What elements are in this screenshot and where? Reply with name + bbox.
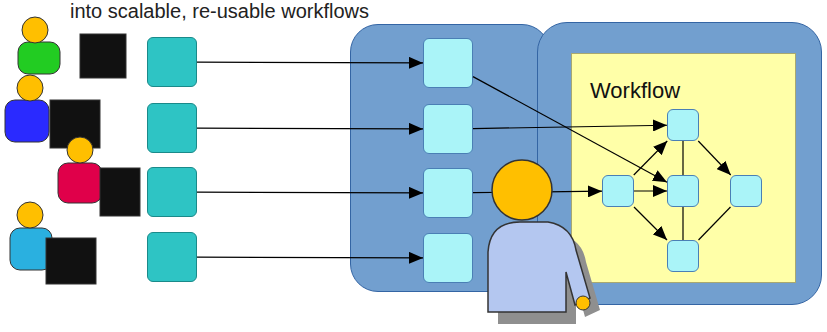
heading-fragment: into scalable, re-usable workflows [70,0,369,22]
user-task-box [147,103,197,153]
workflow-step [730,175,762,207]
collected-task-box [423,233,473,283]
workflow-step [667,109,699,141]
workflow-step [667,175,699,207]
workflow-step [602,175,634,207]
collected-task-box [423,38,473,88]
workflow-step [667,240,699,272]
user-task-box [147,37,197,87]
collection-panel [350,24,550,292]
collected-task-box [423,104,473,154]
user-task-box [147,167,197,217]
collected-task-box [423,168,473,218]
user-task-box [147,232,197,282]
workflow-box: Workflow [571,53,796,283]
workflow-panel: Workflow [537,22,822,305]
node-title: Workflow [590,78,680,104]
